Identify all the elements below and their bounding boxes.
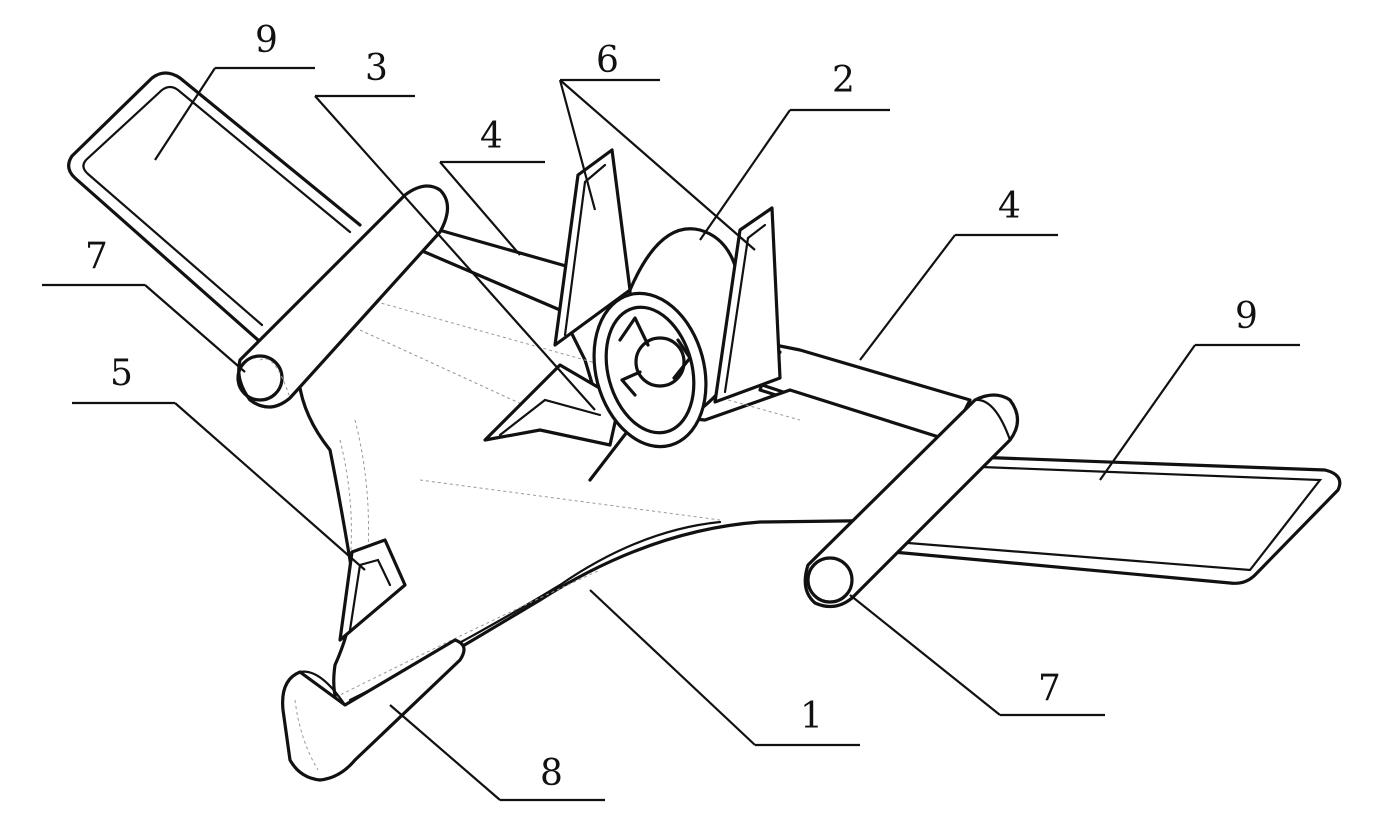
ducted-fan bbox=[592, 227, 742, 449]
callout-4-left: 4 bbox=[480, 116, 503, 157]
vertical-stabilizers bbox=[553, 148, 782, 404]
callout-6: 6 bbox=[596, 40, 619, 81]
callout-9-left: 9 bbox=[255, 20, 278, 61]
callout-4-right: 4 bbox=[998, 186, 1021, 227]
cockpit-window bbox=[338, 538, 407, 642]
callout-2: 2 bbox=[832, 60, 855, 101]
leader-lines bbox=[42, 66, 1300, 802]
left-boom-nacelle bbox=[236, 184, 450, 409]
right-boom-nacelle bbox=[803, 393, 1020, 609]
callout-5: 5 bbox=[110, 353, 133, 394]
callout-7-left: 7 bbox=[85, 236, 108, 277]
callout-3: 3 bbox=[365, 48, 388, 89]
nose-pod bbox=[281, 638, 466, 782]
callout-9-right: 9 bbox=[1235, 296, 1258, 337]
callout-8: 8 bbox=[540, 753, 563, 794]
callout-1: 1 bbox=[800, 696, 823, 737]
callout-labels: 9 3 6 2 4 4 7 5 9 7 1 8 bbox=[85, 20, 1258, 794]
callout-7-right: 7 bbox=[1038, 668, 1061, 709]
right-wing-panel bbox=[848, 453, 1342, 585]
left-wing-panel bbox=[67, 71, 362, 342]
